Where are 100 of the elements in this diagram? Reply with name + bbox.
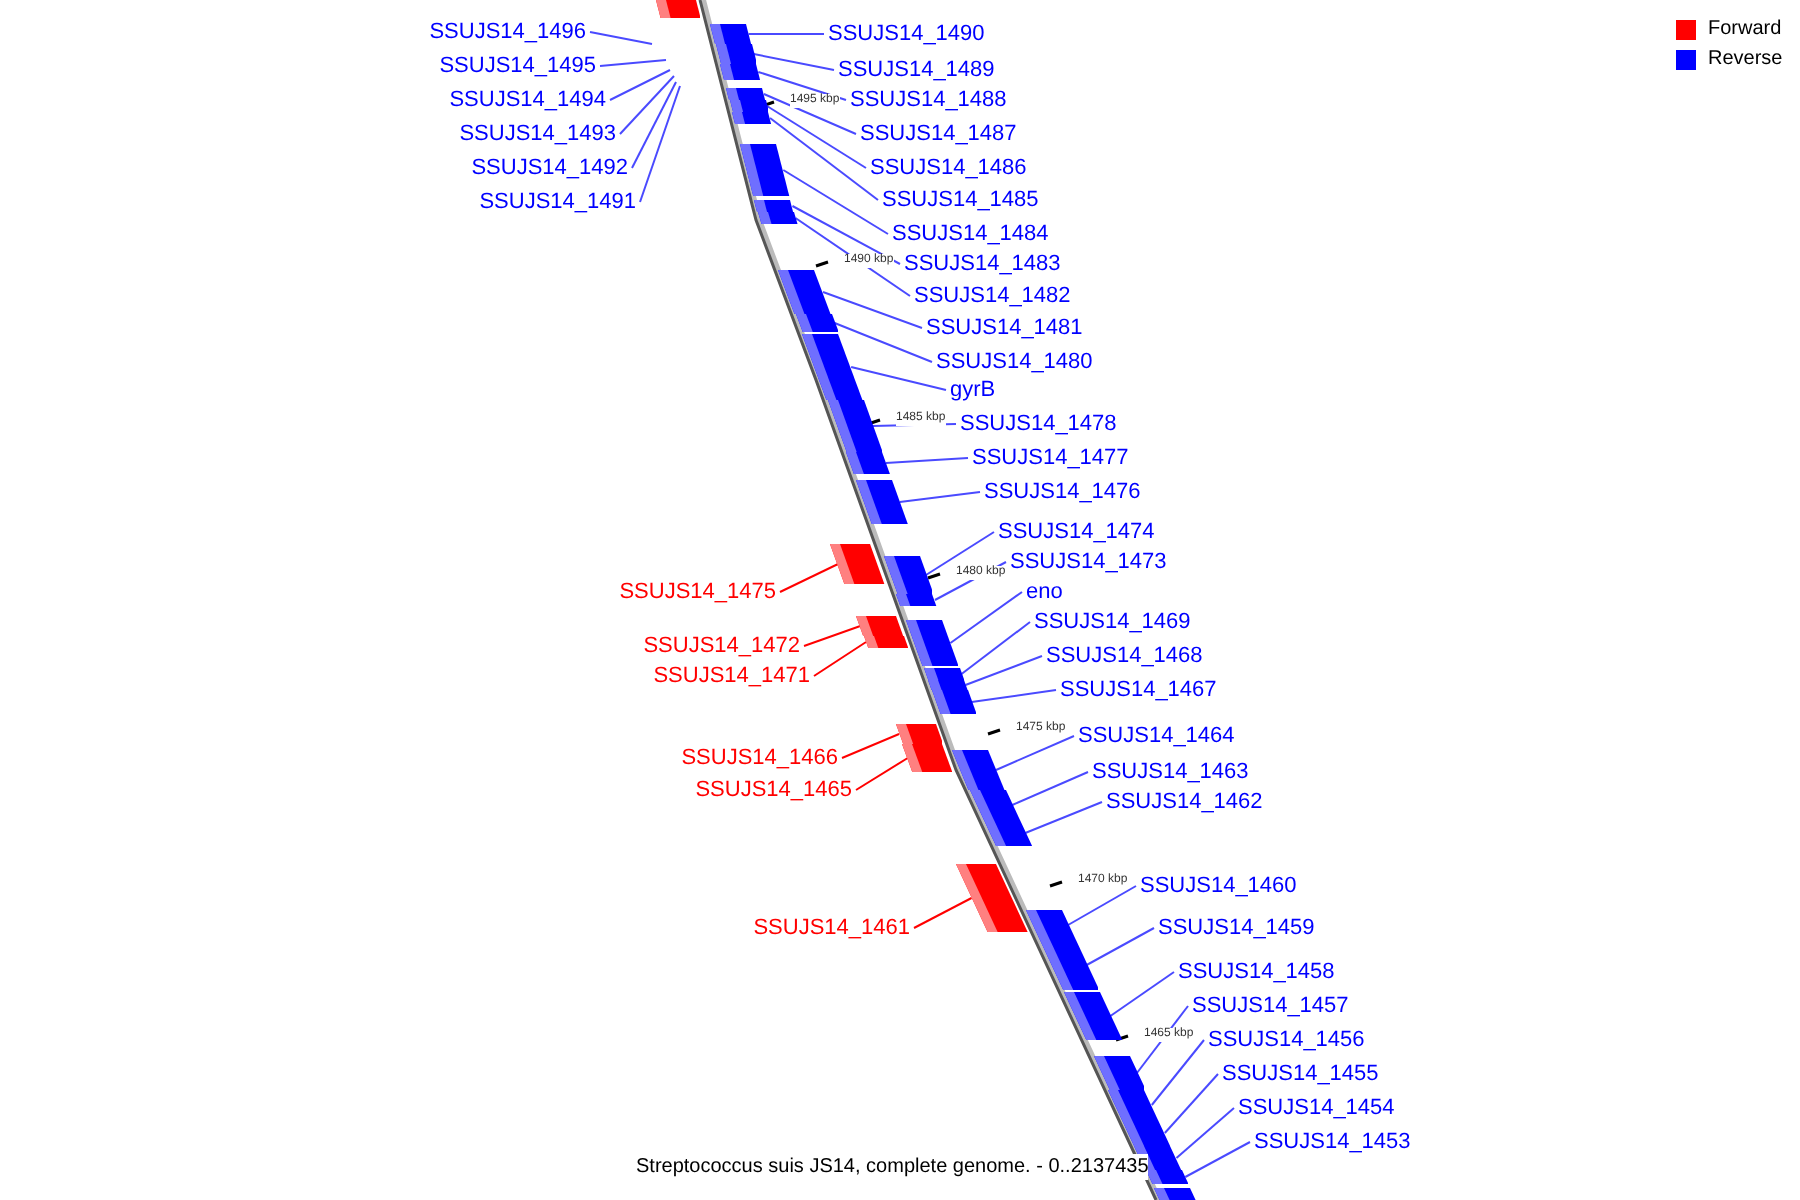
gene-label: SSUJS14_1480 xyxy=(936,348,1093,376)
gene-label: SSUJS14_1467 xyxy=(1060,676,1217,704)
gene-label: gyrB xyxy=(950,376,996,404)
gene-label: SSUJS14_1484 xyxy=(892,220,1049,248)
leader-line xyxy=(841,733,901,759)
gene-block xyxy=(1025,910,1076,940)
gene-block xyxy=(902,744,953,772)
gene-label: SSUJS14_1487 xyxy=(860,120,1017,148)
gene-block xyxy=(1063,992,1122,1040)
leader-line xyxy=(589,31,653,45)
leader-line xyxy=(813,641,868,677)
leader-line xyxy=(949,591,1023,644)
leader-line xyxy=(970,689,1057,703)
gene-label: SSUJS14_1471 xyxy=(653,662,810,690)
leader-line xyxy=(1024,801,1103,834)
gene-block xyxy=(729,100,769,112)
leader-line xyxy=(913,897,973,929)
gene-block xyxy=(955,864,1028,932)
gene-block xyxy=(895,724,943,744)
leader-line xyxy=(855,757,909,791)
gene-label: SSUJS14_1456 xyxy=(1208,1026,1365,1054)
leader-line xyxy=(762,93,857,135)
gene-label: SSUJS14_1483 xyxy=(904,250,1061,278)
gene-label: SSUJS14_1455 xyxy=(1222,1060,1379,1088)
leader-line xyxy=(964,655,1043,686)
gene-label: SSUJS14_1475 xyxy=(619,578,776,606)
gene-label: SSUJS14_1474 xyxy=(998,518,1155,546)
gene-label: SSUJS14_1454 xyxy=(1238,1094,1395,1122)
leader-line xyxy=(1011,771,1089,806)
gene-block xyxy=(863,636,909,648)
gene-block xyxy=(795,314,838,332)
leader-line xyxy=(898,491,981,503)
gene-block xyxy=(710,24,752,44)
gene-label: SSUJS14_1486 xyxy=(870,154,1027,182)
gene-block xyxy=(1039,940,1099,990)
legend-text: Reverse xyxy=(1708,48,1783,72)
gene-label: SSUJS14_1461 xyxy=(753,914,910,942)
gene-label: SSUJS14_1464 xyxy=(1078,722,1235,750)
leader-line xyxy=(1085,927,1155,966)
gene-block xyxy=(1154,1188,1196,1200)
gene-block xyxy=(1122,1120,1171,1146)
gene-label: SSUJS14_1472 xyxy=(643,632,800,660)
gene-block xyxy=(1146,1170,1189,1184)
gene-label: SSUJS14_1495 xyxy=(439,52,596,80)
gene-block xyxy=(923,668,964,680)
gene-block xyxy=(754,200,794,212)
gene-block xyxy=(656,0,701,18)
gene-label: SSUJS14_1460 xyxy=(1140,872,1297,900)
gene-label: SSUJS14_1494 xyxy=(449,86,606,114)
gene-block xyxy=(927,680,968,690)
gene-block xyxy=(757,212,798,224)
leader-line xyxy=(884,457,969,464)
gene-label: SSUJS14_1482 xyxy=(914,282,1071,310)
gene-block xyxy=(715,44,757,64)
leader-line xyxy=(1184,1141,1251,1178)
gene-block xyxy=(726,88,766,100)
gene-block xyxy=(1093,1056,1145,1090)
gene-label: SSUJS14_1490 xyxy=(828,20,985,48)
leader-line xyxy=(782,169,889,235)
leader-line xyxy=(1109,971,1175,1017)
leader-line xyxy=(791,205,901,265)
gene-block xyxy=(969,790,1020,820)
gene-label: SSUJS14_1457 xyxy=(1192,992,1349,1020)
gene-label: SSUJS14_1491 xyxy=(479,188,636,216)
gene-label: SSUJS14_1466 xyxy=(681,744,838,772)
gene-label: SSUJS14_1493 xyxy=(459,120,616,148)
leader-line xyxy=(1067,885,1137,926)
gene-block xyxy=(896,594,938,606)
gene-label: SSUJS14_1481 xyxy=(926,314,1083,342)
leader-line xyxy=(1150,1039,1205,1106)
gene-block xyxy=(1108,1090,1159,1120)
gene-block xyxy=(855,480,908,524)
leader-line xyxy=(766,105,867,169)
gene-block xyxy=(856,616,904,636)
gene-label: SSUJS14_1458 xyxy=(1178,958,1335,986)
leader-line xyxy=(850,366,947,391)
leader-line xyxy=(769,117,879,201)
gene-label: SSUJS14_1477 xyxy=(972,444,1129,472)
leader-line xyxy=(1163,1073,1219,1134)
gene-label: SSUJS14_1469 xyxy=(1034,608,1191,636)
leader-line xyxy=(757,71,847,101)
gene-label: SSUJS14_1463 xyxy=(1092,758,1249,786)
leader-line xyxy=(631,81,677,169)
gene-label: SSUJS14_1476 xyxy=(984,478,1141,506)
leader-line xyxy=(619,75,675,135)
leader-line xyxy=(747,33,825,35)
leader-line xyxy=(925,531,995,576)
gene-block xyxy=(830,544,886,584)
gene-label: SSUJS14_1485 xyxy=(882,186,1039,214)
gene-label: SSUJS14_1465 xyxy=(695,776,852,804)
leader-line xyxy=(609,69,671,101)
gene-label: eno xyxy=(1026,578,1063,606)
gene-label: SSUJS14_1478 xyxy=(960,410,1117,438)
legend-text: Forward xyxy=(1708,18,1782,42)
leader-line xyxy=(995,735,1075,771)
leader-line xyxy=(779,563,840,593)
leader-line xyxy=(960,621,1031,675)
gene-label: SSUJS14_1492 xyxy=(471,154,628,182)
gene-label: SSUJS14_1473 xyxy=(1010,548,1167,576)
gene-label: SSUJS14_1459 xyxy=(1158,914,1315,942)
